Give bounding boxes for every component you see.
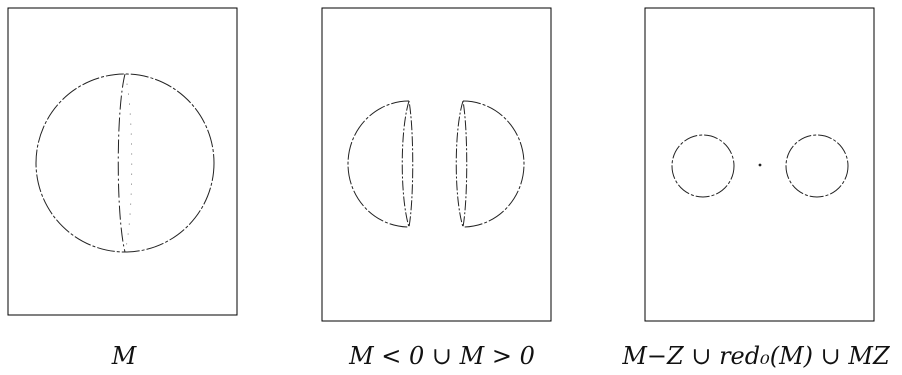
caption-panel-2: M < 0 ∪ M > 0: [349, 342, 535, 370]
left-hemisphere-cut: [401, 100, 414, 228]
left-small-circle: [671, 134, 735, 198]
left-hemisphere-arc: [347, 100, 410, 228]
panel-2-frame: [321, 7, 552, 322]
center-point: [758, 163, 762, 167]
panel-2: [321, 7, 552, 322]
right-small-circle: [785, 134, 849, 198]
sphere-outline: [35, 73, 215, 253]
panel-1-frame: [7, 7, 238, 316]
caption-panel-1: M: [111, 342, 137, 370]
panel-1: [7, 7, 238, 316]
caption-panel-3: M−Z ∪ red₀(M) ∪ MZ: [622, 342, 890, 370]
sphere-hidden-meridian: [124, 73, 133, 253]
sphere-meridian: [117, 73, 126, 253]
right-hemisphere-arc: [462, 100, 525, 228]
panel-3-frame: [644, 7, 875, 322]
panel-3: [644, 7, 875, 322]
right-hemisphere-cut: [455, 100, 468, 228]
